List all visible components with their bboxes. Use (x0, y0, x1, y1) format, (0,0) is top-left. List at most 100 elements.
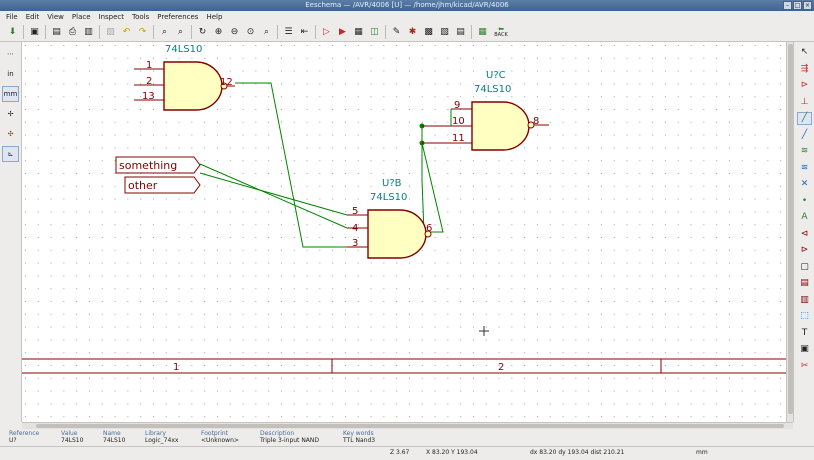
add-wire-icon[interactable]: ╱ (797, 111, 812, 125)
pin-number: 11 (452, 133, 465, 144)
no-connect-icon[interactable]: ✕ (800, 179, 809, 189)
msg-value: Triple 3-input NAND (260, 437, 320, 444)
print-icon[interactable]: ⎙ (68, 26, 77, 37)
menu-inspect[interactable]: Inspect (98, 12, 125, 21)
msg-header: Library (145, 430, 166, 437)
msg-header: Footprint (201, 430, 229, 437)
redraw-icon[interactable]: ↻ (198, 26, 207, 37)
pin-number: 4 (352, 223, 358, 234)
minimize-button[interactable]: – (783, 1, 792, 10)
footprint-editor-icon[interactable]: ◫ (370, 26, 379, 37)
add-bus-icon[interactable]: ╱ (801, 129, 808, 140)
zoom-out-icon[interactable]: ⊖ (230, 26, 239, 37)
wire (421, 142, 444, 233)
pcbnew-icon[interactable]: ▦ (478, 26, 487, 37)
pin-number: 12 (220, 77, 233, 88)
vertical-scrollbar[interactable] (786, 42, 793, 422)
msg-header: Key words (343, 430, 374, 437)
crosshair-cursor (479, 326, 489, 336)
find-icon[interactable]: ⌕ (161, 26, 168, 37)
menu-edit[interactable]: Edit (25, 12, 40, 21)
msg-header: Value (61, 430, 78, 437)
highlight-net-icon[interactable]: ⇶ (800, 63, 809, 74)
pin-number: 2 (146, 76, 152, 87)
msg-value: U? (9, 437, 17, 444)
symbol-browser-icon[interactable]: ▶ (339, 26, 346, 37)
wire-entry-icon[interactable]: ≋ (800, 146, 809, 156)
hier-sheet-icon[interactable]: ▢ (800, 261, 809, 272)
bug-icon[interactable]: ✱ (408, 26, 417, 37)
grid-icon[interactable]: ⋯ (7, 50, 14, 58)
hidden-pins-icon[interactable]: ✣ (7, 130, 14, 138)
zoom-fit-icon[interactable]: ⊙ (246, 26, 255, 37)
maximize-button[interactable]: □ (793, 1, 802, 10)
global-label-something[interactable]: something (115, 156, 201, 174)
plot-icon[interactable]: ▥ (84, 26, 93, 37)
back-annotate-icon[interactable]: ⬅ BACK (494, 24, 508, 38)
text-icon[interactable]: T (801, 327, 808, 338)
label-text: something (119, 159, 177, 172)
window-title: Eeschema — /AVR/4006 [U] — /home/jhm/kic… (305, 1, 509, 9)
select-icon[interactable]: ↖ (800, 47, 809, 57)
wire-angle-icon[interactable]: ⊾ (2, 146, 19, 162)
add-power-icon[interactable]: ⊥ (800, 96, 809, 107)
zoom-in-icon[interactable]: ⊕ (214, 26, 223, 37)
msg-header: Description (260, 430, 295, 437)
gate-c-symbol[interactable]: U?C 74LS10 9 10 11 8 (422, 70, 549, 151)
pin-number: 5 (352, 206, 358, 217)
redo-icon[interactable]: ↷ (138, 26, 147, 37)
horizontal-scrollbar[interactable] (22, 422, 793, 429)
erc-icon[interactable]: ✎ (392, 26, 401, 37)
menu-view[interactable]: View (47, 12, 64, 21)
menu-preferences[interactable]: Preferences (157, 12, 199, 21)
gate-b-reference: U?B (382, 178, 402, 189)
gate-a-symbol[interactable]: 74LS10 1 2 13 12 (134, 44, 235, 111)
status-bar: Z 3.67 X 83.20 Y 193.04 dx 83.20 dy 193.… (0, 446, 814, 460)
zoom-readout: Z 3.67 (390, 449, 410, 456)
image-icon[interactable]: ▣ (800, 344, 809, 354)
msg-header: Name (103, 430, 121, 437)
net-label-icon[interactable]: A (801, 212, 808, 222)
paste-icon[interactable]: ▨ (106, 26, 115, 37)
global-label-icon[interactable]: ⊲ (800, 228, 809, 239)
schematic-canvas[interactable]: 1 2 74LS10 1 2 13 12 (22, 42, 786, 422)
menu-bar: File Edit View Place Inspect Tools Prefe… (0, 11, 814, 22)
hierarchy-navigator-icon[interactable]: ☰ (284, 26, 293, 37)
assign-footprints-icon[interactable]: ▧ (440, 26, 449, 37)
gate-c-value: 74LS10 (474, 84, 511, 95)
hier-label-icon[interactable]: ⊳ (800, 245, 809, 255)
bus-entry-icon[interactable]: ≋ (800, 162, 809, 173)
pin-number: 6 (426, 223, 432, 234)
add-symbol-icon[interactable]: ⊳ (800, 80, 809, 90)
inch-units-button[interactable]: in (7, 70, 14, 78)
symbol-editor-icon[interactable]: ▷ (323, 26, 330, 37)
global-label-other[interactable]: other (124, 176, 201, 194)
netlist-icon[interactable]: ▩ (424, 26, 433, 37)
menu-tools[interactable]: Tools (132, 12, 150, 21)
graphic-lines-icon[interactable]: ⬚ (800, 311, 809, 321)
save-icon[interactable]: ▣ (30, 26, 39, 37)
menu-help[interactable]: Help (206, 12, 223, 21)
gate-b-symbol[interactable]: U?B 74LS10 5 4 3 6 (347, 178, 432, 259)
msg-value: 74LS10 (103, 437, 126, 444)
annotate-icon[interactable]: ▦ (354, 26, 363, 37)
mm-units-button[interactable]: mm (2, 86, 19, 102)
menu-file[interactable]: File (6, 12, 18, 21)
cursor-style-icon[interactable]: ✢ (7, 110, 14, 118)
import-sheet-pin-icon[interactable]: ▤ (800, 278, 809, 288)
junction-icon[interactable]: • (801, 195, 808, 206)
gate-c-reference: U?C (486, 70, 506, 81)
delete-icon[interactable]: ✂ (800, 360, 809, 371)
leave-sheet-icon[interactable]: ⇤ (300, 26, 309, 37)
sheet-pin-icon[interactable]: ▥ (800, 294, 809, 305)
page-settings-icon[interactable]: ▤ (52, 26, 61, 37)
menu-place[interactable]: Place (71, 12, 91, 21)
close-button[interactable]: × (803, 1, 812, 10)
wire (199, 163, 348, 229)
undo-icon[interactable]: ↶ (122, 26, 131, 37)
bom-icon[interactable]: ▤ (456, 26, 465, 37)
msg-value: Logic_74xx (145, 437, 179, 444)
find-replace-icon[interactable]: ⌕ (177, 26, 184, 37)
zoom-selection-icon[interactable]: ⌕ (263, 26, 270, 37)
schematic-setup-icon[interactable]: ⬇ (8, 26, 17, 37)
